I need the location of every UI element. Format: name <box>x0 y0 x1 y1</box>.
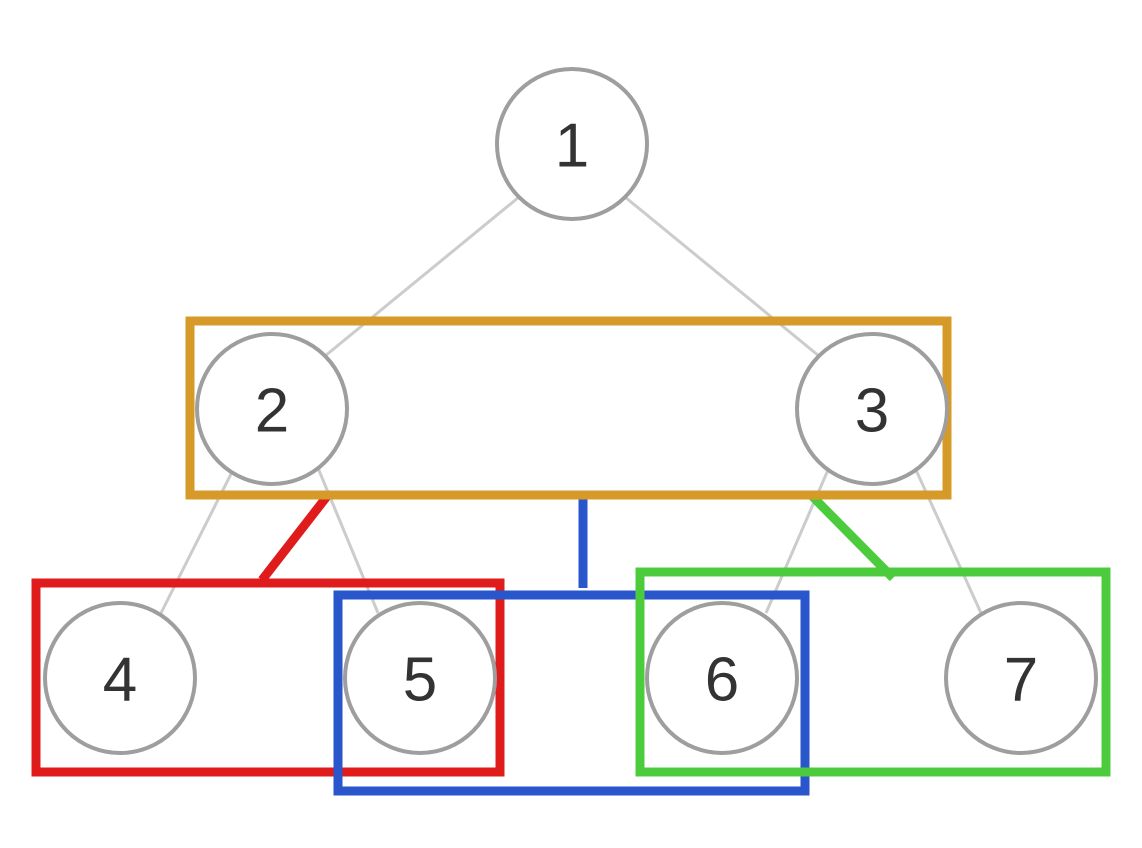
tree-edge-n1-n3 <box>624 195 820 358</box>
node-label-7: 7 <box>1004 646 1038 715</box>
highlight-edge-h-green <box>808 492 897 582</box>
highlight-edge-layer <box>258 492 897 588</box>
group-box-blue[interactable] <box>333 590 810 796</box>
node-label-6: 6 <box>705 646 739 715</box>
node-label-3: 3 <box>855 377 889 446</box>
tree-node-3[interactable]: 3 <box>795 332 949 486</box>
node-label-4: 4 <box>103 646 137 715</box>
group-box-green[interactable] <box>635 567 1111 777</box>
tree-node-1[interactable]: 1 <box>495 67 649 221</box>
node-circle-1 <box>495 67 649 221</box>
node-layer: 1 2 3 4 5 6 7 <box>43 67 1098 755</box>
tree-edge-n1-n2 <box>324 195 520 358</box>
tree-node-7[interactable]: 7 <box>944 601 1098 755</box>
node-label-5: 5 <box>403 646 437 715</box>
node-circle-4 <box>43 601 197 755</box>
node-circle-7 <box>944 601 1098 755</box>
node-label-1: 1 <box>555 112 589 181</box>
group-box-red[interactable] <box>31 578 505 777</box>
node-circle-3 <box>795 332 949 486</box>
node-circle-2 <box>195 332 349 486</box>
tree-node-5[interactable]: 5 <box>343 601 497 755</box>
node-circle-5 <box>343 601 497 755</box>
tree-node-2[interactable]: 2 <box>195 332 349 486</box>
tree-node-6[interactable]: 6 <box>645 601 799 755</box>
node-label-2: 2 <box>255 377 289 446</box>
node-circle-6 <box>645 601 799 755</box>
highlight-edge-h-red <box>258 492 332 583</box>
group-box-layer <box>31 316 1111 796</box>
tree-node-4[interactable]: 4 <box>43 601 197 755</box>
